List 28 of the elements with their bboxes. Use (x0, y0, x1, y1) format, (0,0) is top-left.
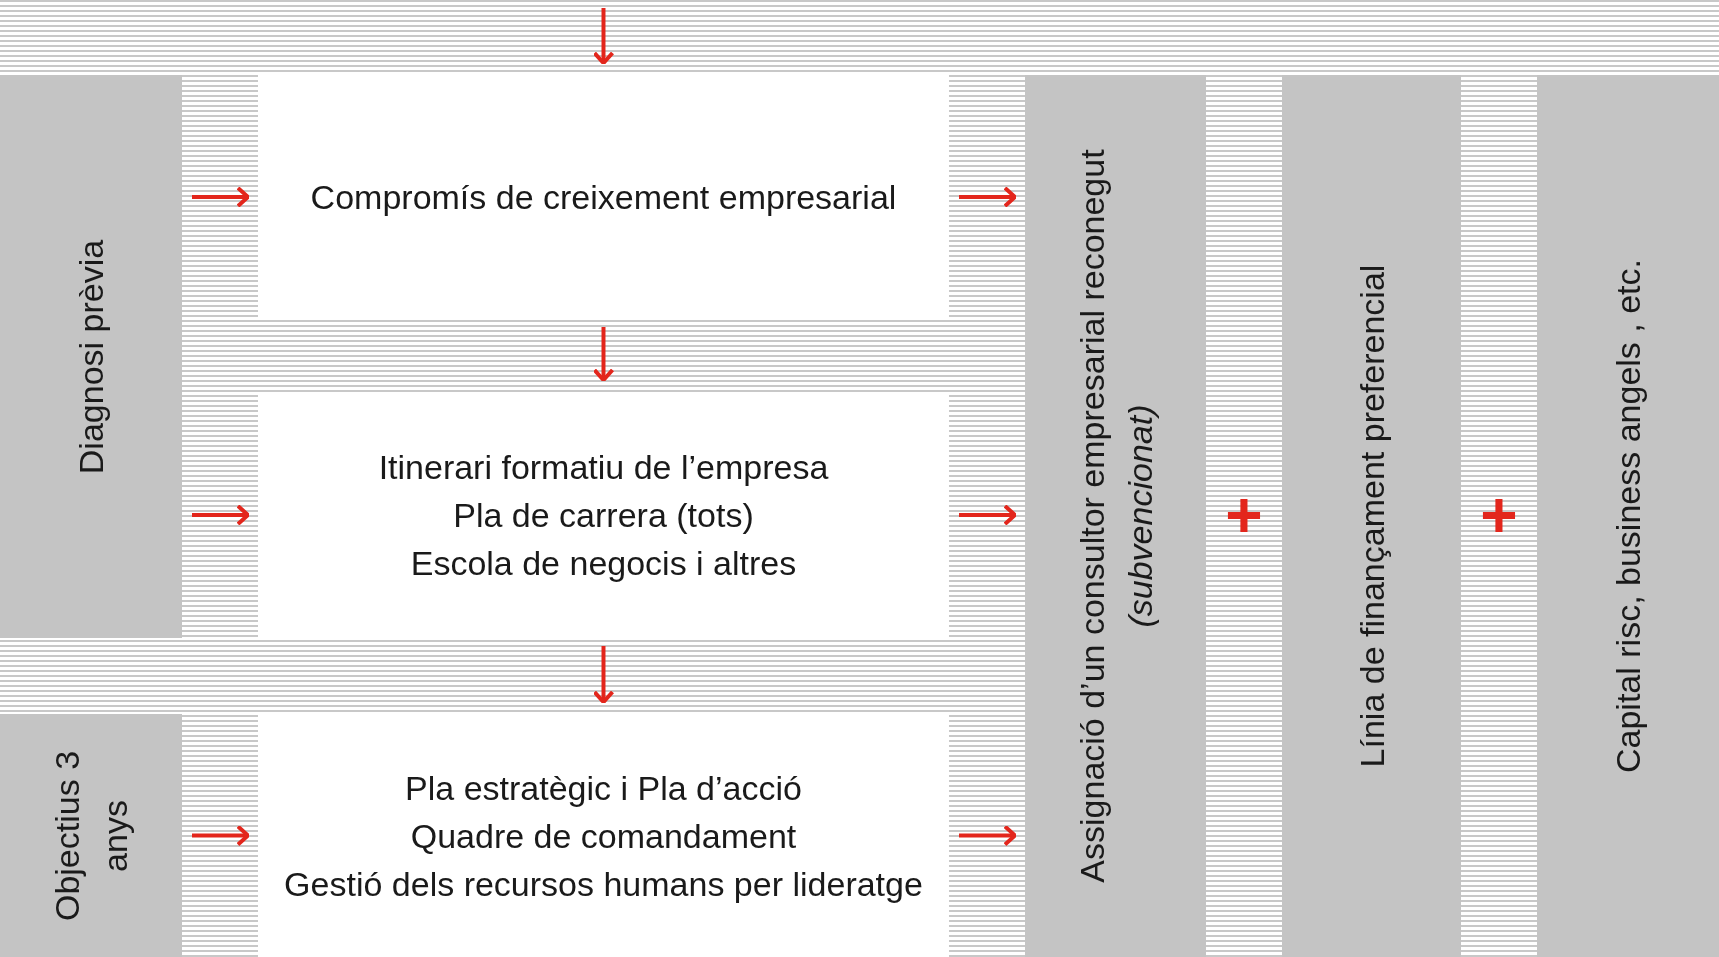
box-text: Gestió dels recursos humans per lideratge (284, 863, 923, 905)
vertical-label: Diagnosi prèvia (71, 238, 111, 476)
arrow (192, 186, 250, 208)
box-text: Escola de negocis i altres (410, 543, 797, 584)
box-text: Pla estratègic i Pla d’acció (405, 767, 802, 809)
vertical-label: Línia de finançament preferencial (1351, 263, 1392, 770)
arrow (192, 504, 250, 526)
arrow (959, 504, 1017, 526)
vertical-panel (1025, 75, 1206, 957)
vertical-panel (1282, 75, 1461, 957)
vertical-label: Assignació d’un consultor empresarial reconegut (subvencionat) (1071, 148, 1160, 885)
arrow (959, 824, 1017, 847)
box-text: Itinerari formatiu de l’empresa (378, 447, 829, 488)
vertical-label: Capital risc, business angels , etc. (1608, 258, 1648, 775)
arrow (592, 8, 615, 65)
vertical-panel (0, 75, 182, 638)
vertical-label: Objectius 3 anys (47, 749, 135, 923)
arrow (592, 327, 615, 382)
box-text: Pla de carrera (tots) (453, 495, 754, 536)
arrow (592, 646, 615, 704)
vertical-panel (1537, 75, 1719, 957)
arrow (959, 186, 1017, 208)
vertical-panel (0, 714, 182, 957)
plus-sign: + (1480, 483, 1518, 547)
box-text: Compromís de creixement empresarial (310, 177, 897, 218)
plus-sign: + (1225, 483, 1263, 547)
arrow (192, 824, 250, 847)
box-text: Quadre de comandament (410, 815, 797, 857)
